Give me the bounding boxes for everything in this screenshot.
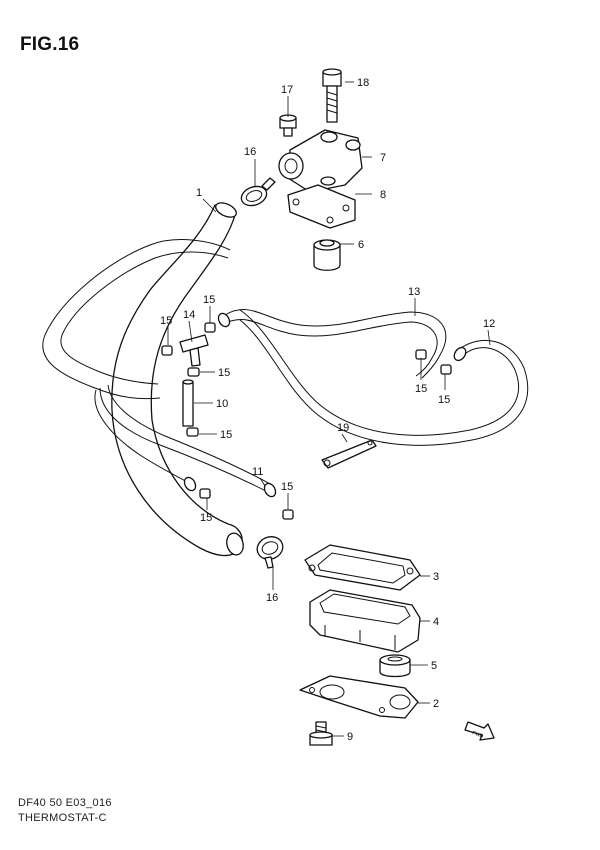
footer-diagram-code: DF40 50 E03_016 bbox=[18, 797, 112, 809]
callout-5: 5 bbox=[431, 660, 437, 672]
callout-16-upper: 16 bbox=[244, 146, 256, 158]
callout-16-lower: 16 bbox=[266, 592, 278, 604]
callout-11: 11 bbox=[252, 466, 263, 478]
callout-6: 6 bbox=[358, 239, 364, 251]
part-10-tube bbox=[182, 379, 194, 427]
callout-15-a: 15 bbox=[203, 294, 215, 306]
callout-3: 3 bbox=[433, 571, 439, 583]
callout-12: 12 bbox=[483, 318, 495, 330]
footer-diagram-name: THERMOSTAT-C bbox=[18, 812, 107, 824]
callout-13: 13 bbox=[408, 286, 420, 298]
callout-19: 19 bbox=[337, 422, 349, 434]
loop-hose bbox=[42, 239, 231, 400]
callout-2: 2 bbox=[433, 698, 439, 710]
part-3-gasket bbox=[304, 544, 421, 591]
callout-4: 4 bbox=[433, 616, 439, 628]
part-9-bolt bbox=[309, 721, 333, 746]
part-6-thermostat bbox=[313, 239, 341, 271]
callout-15-e: 15 bbox=[200, 512, 212, 524]
figure-title: FIG.16 bbox=[20, 34, 80, 55]
callout-1: 1 bbox=[196, 187, 202, 199]
callout-14: 14 bbox=[183, 309, 195, 321]
callout-9: 9 bbox=[347, 731, 353, 743]
fwd-direction-arrow: FWD bbox=[464, 721, 495, 741]
part-16-clamp-upper bbox=[240, 177, 276, 207]
part-11-tube bbox=[94, 384, 277, 498]
callout-15-d: 15 bbox=[220, 429, 232, 441]
fwd-label: FWD bbox=[471, 730, 484, 740]
part-8-gasket bbox=[287, 184, 356, 229]
callout-18: 18 bbox=[357, 77, 369, 89]
leader-lines bbox=[167, 81, 491, 737]
part-5-cap bbox=[379, 654, 411, 678]
part-4-housing bbox=[309, 589, 421, 653]
part-16-clamp-lower bbox=[256, 536, 284, 569]
part-12-hose bbox=[239, 309, 529, 446]
callout-7: 7 bbox=[380, 152, 386, 164]
callout-labels: 1 2 3 4 5 6 7 8 9 10 11 12 13 14 15 15 1… bbox=[160, 77, 495, 743]
part-2-plate bbox=[299, 675, 419, 719]
callout-8: 8 bbox=[380, 189, 386, 201]
part-14-t-fitting bbox=[179, 334, 209, 367]
part-13-hose bbox=[217, 309, 447, 379]
callout-15-b: 15 bbox=[160, 315, 172, 327]
callout-15-h: 15 bbox=[438, 394, 450, 406]
part-1-hose bbox=[111, 202, 244, 557]
callout-15-g: 15 bbox=[415, 383, 427, 395]
part-17-bolt bbox=[279, 114, 297, 137]
part-18-bolt bbox=[322, 68, 342, 123]
callout-17: 17 bbox=[281, 84, 293, 96]
callout-15-f: 15 bbox=[281, 481, 293, 493]
part-19-bracket bbox=[321, 439, 377, 469]
part-15-clips bbox=[161, 322, 452, 520]
callout-10: 10 bbox=[216, 398, 228, 410]
part-7-thermostat-cover bbox=[278, 129, 363, 193]
callout-15-c: 15 bbox=[218, 367, 230, 379]
